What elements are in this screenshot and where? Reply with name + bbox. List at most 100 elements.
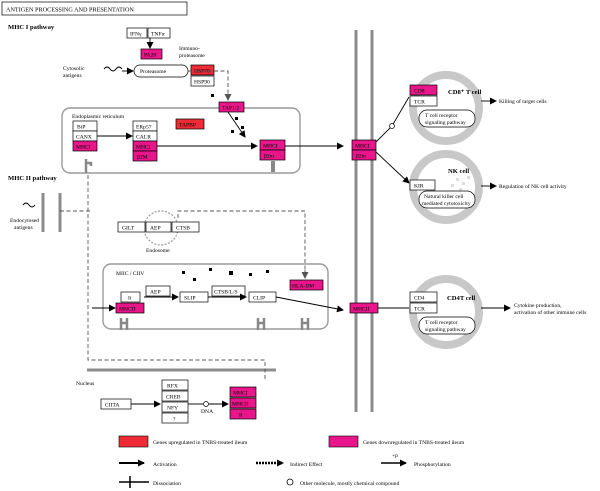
mhc2-nucleus-gene <box>229 397 257 409</box>
aep-label-1: AEP <box>150 226 161 232</box>
endocytosed-antigen-icon <box>22 202 36 208</box>
kir-gene <box>409 179 436 191</box>
cd4-sig-1: T cell receptor <box>425 320 458 326</box>
clip-label: CLIP <box>253 296 265 302</box>
legend-indirect-label: Indirect Effect <box>290 461 323 468</box>
b2m-gene <box>132 150 158 162</box>
clip-to-membrane-arrow <box>275 296 344 313</box>
mhc2-receptor-icon-3 <box>300 318 310 330</box>
legend-down-label: Genes downregulated in TNBS-treated ileu… <box>363 440 465 446</box>
cd4-sig-2: signaling pathway <box>425 327 466 333</box>
nfy-label: NFY <box>167 406 178 412</box>
dna-label: DNA <box>201 409 213 415</box>
cd8-sig-1: T cell receptor <box>425 113 458 119</box>
cd4-label: CD4 <box>414 296 425 302</box>
legend-compound-label: Other molecule, mostly chemical compound <box>300 481 399 487</box>
mhc1-pathway-label: MHC I pathway <box>8 24 55 31</box>
immuno-label-2: proteasome <box>179 53 205 59</box>
mhc2-membrane-label: MHCII <box>353 307 370 313</box>
cd8-sig-2: signaling pathway <box>425 120 466 126</box>
tap12-label: TAP1/2 <box>222 106 239 112</box>
nk-granules <box>451 176 470 191</box>
mhc1-er-label: MHCI <box>76 145 91 151</box>
miic-peptides <box>182 268 269 281</box>
ciita-label: CIITA <box>105 403 119 409</box>
hsp90-gene <box>190 75 215 87</box>
compound-circle <box>389 123 395 129</box>
b2m-membrane-gene <box>351 149 377 161</box>
diagram-title: ANTIGEN PROCESSING AND PRESENTATION <box>6 7 134 14</box>
er-compartment <box>61 107 301 174</box>
ctsb-gene <box>171 221 200 233</box>
peptide-fragment <box>211 94 214 97</box>
b2m-label: β2M <box>137 155 148 161</box>
b2m-peptide-gene <box>259 149 286 161</box>
calr-label: CALR <box>136 135 151 141</box>
peptide-fragment <box>231 130 234 133</box>
legend-up-swatch <box>118 435 149 448</box>
slip-label: SLIP <box>184 296 196 302</box>
gilt-label: GILT <box>122 226 135 232</box>
b2m-peptide-label: β2m <box>264 154 275 160</box>
nk-cell-name: NK cell <box>448 168 469 175</box>
mhc2-transport-dashed <box>87 175 266 380</box>
hladm-label: HLA-DM <box>292 284 314 290</box>
tap-to-peptide-arrow <box>227 111 246 138</box>
aep-label-2: AEP <box>150 290 161 296</box>
bip-label: BiP <box>77 125 85 131</box>
cd4-gene <box>409 291 438 303</box>
nk-outcome: Regulation of NK cell activity <box>499 183 567 190</box>
ctsbls-gene <box>211 285 246 297</box>
mhc2-receptor-icon-1 <box>119 318 129 330</box>
ctsbls-label: CTSB/L/S <box>214 290 238 296</box>
mhc2-receptor-icon-2 <box>256 318 266 330</box>
aep-gene-1 <box>145 221 172 233</box>
peptide-fragment <box>235 117 238 120</box>
pa28-label: PA28 <box>144 53 156 59</box>
dna-compound-circle <box>203 401 209 407</box>
nucleus-label: Nucleus <box>76 381 94 387</box>
legend-compound-icon <box>286 478 294 486</box>
legend-phos-symbol: +p <box>392 453 398 459</box>
legend-activation-label: Activation <box>153 462 177 468</box>
tnfa-label: TNFα <box>151 32 165 38</box>
mhc2-nucleus-label: MHCII <box>232 402 249 408</box>
cd4-outcome-2: activation of other immune cells <box>514 309 586 316</box>
legend-up-label: Genes upregulated in TNBS-treated ileum <box>153 440 248 446</box>
ifng-gene <box>126 27 148 39</box>
mhc1-to-kir-arrow <box>375 151 410 184</box>
mhc2-pathway-label: MHC II pathway <box>8 175 57 182</box>
pa28-gene <box>140 48 163 60</box>
ii-label: Ii <box>128 296 132 302</box>
mhc2-ii-label: MHCII <box>119 307 136 313</box>
creb-label: CREB <box>166 395 181 401</box>
endocytic-dashed-path <box>60 210 306 270</box>
mhc1-to-tcr-line <box>375 96 410 143</box>
cd8-gene <box>409 84 438 96</box>
tcr-gene-1 <box>409 95 438 107</box>
hsp70-label: HSP70 <box>194 69 210 75</box>
b2m-membrane-label: β2m <box>356 154 367 160</box>
mhc1-nucleus-gene <box>229 386 257 398</box>
nk-sig-2: mediated cytotoxicity <box>422 201 471 207</box>
unknown-label: ? <box>173 417 176 423</box>
er-receptor-icon <box>84 159 93 173</box>
cytosolic-label-2: antigens <box>63 73 82 79</box>
legend-down-swatch <box>328 435 359 448</box>
ii-nucleus-gene <box>229 408 257 420</box>
rfx-label: RFX <box>167 384 178 390</box>
hsp70-gene <box>190 64 215 76</box>
legend-dissociation-label: Dissociation <box>153 481 181 487</box>
endosome-label: Endosome <box>146 248 170 254</box>
peptide-fragment <box>241 126 244 129</box>
gilt-gene <box>117 221 146 233</box>
mhc1-membrane-label: MHCI <box>355 144 370 150</box>
tcr-pathway-node-1 <box>418 109 476 128</box>
ii-nucleus-label: Ii <box>239 413 243 419</box>
proteasome-label: Proteasome <box>140 69 167 75</box>
nk-pathway-node <box>418 190 476 209</box>
mhc1-nucleus-label: MHCI <box>233 391 248 397</box>
unknown-gene <box>161 412 189 424</box>
tcr-label-1: TCR <box>414 100 425 106</box>
